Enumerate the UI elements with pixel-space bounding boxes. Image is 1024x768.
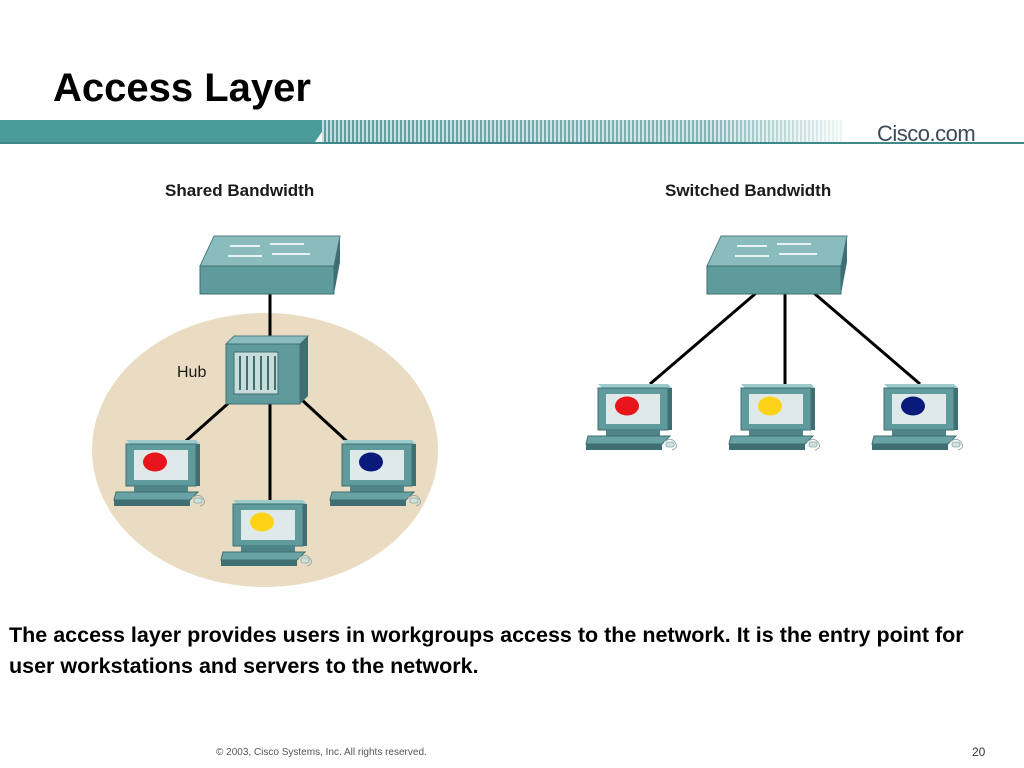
cisco-logo: Cisco.com (877, 121, 976, 146)
shared-segment-ellipse (92, 313, 438, 587)
shared-workstation-blue (329, 439, 421, 507)
footer-copyright: © 2003, Cisco Systems, Inc. All rights r… (216, 747, 427, 758)
switched-workstation-blue (871, 383, 963, 451)
hub-cable-right (300, 398, 354, 448)
header-bar (0, 118, 1024, 146)
hub-label: Hub (177, 364, 206, 381)
shared-workstation-red (113, 439, 205, 507)
body-text: The access layer provides users in workg… (9, 623, 964, 678)
switched-switch-icon (706, 235, 848, 295)
shared-bandwidth-label: Shared Bandwidth (165, 181, 314, 200)
switched-cable-left (649, 286, 763, 386)
switched-cable-right (807, 286, 921, 386)
switched-bandwidth-label: Switched Bandwidth (665, 181, 831, 200)
network-diagram: Shared Bandwidth Switched Bandwidth Hub (92, 181, 963, 587)
shared-workstation-yellow (220, 499, 312, 567)
hub-icon (224, 335, 310, 405)
shared-switch-icon (199, 235, 341, 295)
slide-title: Access Layer (53, 66, 311, 110)
switched-workstation-yellow (728, 383, 820, 451)
switched-workstation-red (585, 383, 677, 451)
page-number: 20 (972, 745, 986, 759)
